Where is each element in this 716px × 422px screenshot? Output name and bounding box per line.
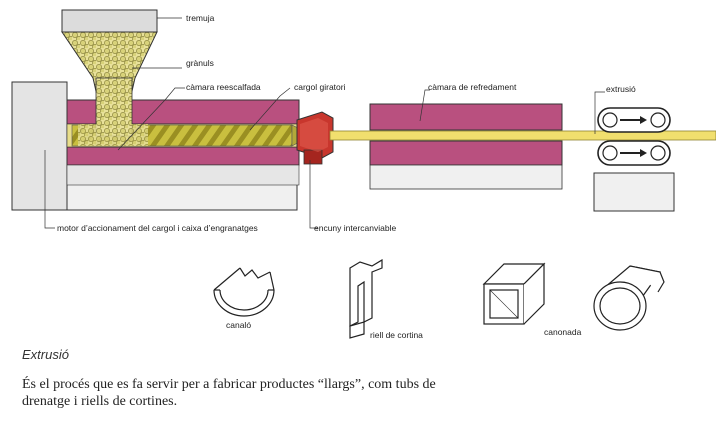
label-curtain-rail: riell de cortina	[370, 330, 423, 340]
pipe-square-profile	[482, 262, 546, 325]
label-hopper: tremuja	[186, 13, 215, 23]
extruded-product	[329, 130, 716, 141]
leader-lines	[44, 17, 605, 229]
puller-rollers	[593, 107, 675, 212]
label-extrusion: extrusió	[606, 84, 636, 94]
pipe-round-profile	[593, 265, 665, 331]
label-cooling-chamber: càmara de refredament	[428, 82, 517, 92]
label-granules: grànuls	[186, 58, 214, 68]
interchangeable-die	[296, 111, 334, 165]
label-rotating-screw: cargol giratori	[294, 82, 346, 92]
caption-title: Extrusió	[22, 347, 69, 362]
label-gutter: canaló	[226, 320, 251, 330]
label-motor: motor d’accionament del cargol i caixa d…	[57, 223, 258, 233]
label-die: encuny intercanviable	[314, 223, 396, 233]
label-pipe: canonada	[544, 327, 582, 337]
curtain-rail-profile	[349, 258, 383, 339]
label-heated-chamber: càmara reescalfada	[186, 82, 261, 92]
hopper	[61, 9, 158, 146]
cooling-chamber	[369, 103, 563, 190]
caption-text: És el procés que es fa servir per a fabr…	[22, 377, 436, 409]
gutter-profile	[213, 267, 275, 317]
